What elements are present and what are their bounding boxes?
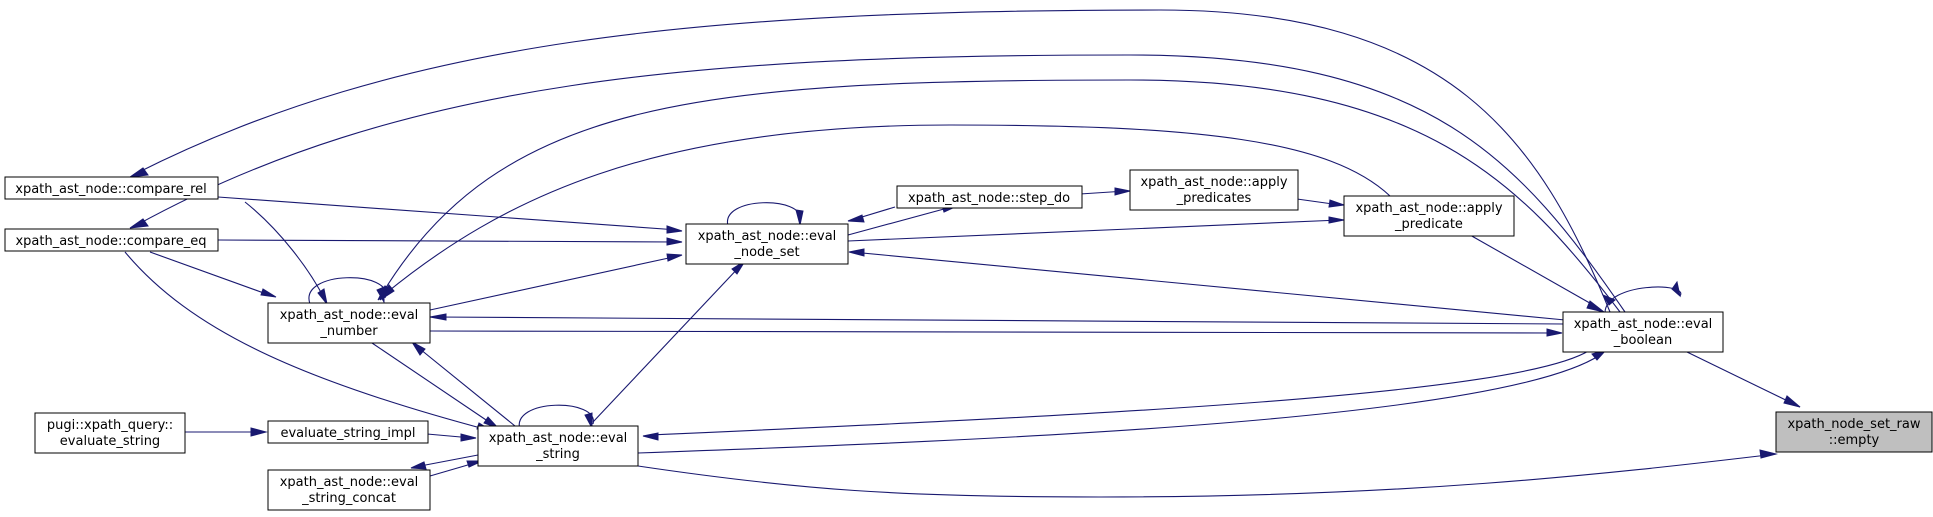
node-label-line: xpath_ast_node::apply [1140,175,1287,190]
edge-eval-string-to-eval-number [414,344,516,427]
edge-eval-node-set-to-step-do [847,205,956,236]
edge-eval-node-set-self [727,202,801,227]
edge-eval-boolean-to-compare-eq [134,54,1626,313]
node-step-do[interactable]: xpath_ast_node::step_do [896,185,1083,209]
edge-compare-eq-to-eval-string [124,251,489,431]
arrowhead [260,288,277,298]
edge-eval-boolean-to-eval-number-arc [381,79,1621,313]
node-eval-number[interactable]: xpath_ast_node::eval _number [267,302,431,344]
arrowhead [666,225,683,234]
node-label-line: xpath_ast_node::eval [489,431,628,446]
arrowhead [410,340,426,356]
arrowhead [848,248,865,257]
node-label-line: xpath_ast_node::eval [698,229,837,244]
arrowhead [1671,280,1681,298]
arrowhead [410,461,427,470]
arrowhead [642,432,659,441]
nodes: xpath_node_set_raw ::empty xpath_ast_nod… [4,169,1933,511]
node-label-line: xpath_ast_node::eval [280,308,419,323]
edge-compare-eq-to-eval-node-set [217,239,679,243]
arrowhead [460,433,477,442]
node-xpath-node-set-raw-empty[interactable]: xpath_node_set_raw ::empty [1775,411,1933,453]
arrowhead [1586,300,1605,313]
edge-eval-boolean-to-eval-string [649,349,1591,436]
node-eval-node-set[interactable]: xpath_ast_node::eval _node_set [685,223,849,265]
edge-compare-rel-to-eval-number [244,201,326,301]
edge-eval-node-set-to-apply-predicate [847,219,1341,242]
edge-apply-predicate-to-eval-number [384,124,1391,295]
edge-eval-string-to-eval-boolean [637,354,1601,454]
arrowhead [666,237,683,246]
edge-eval-boolean-to-compare-rel [134,9,1611,313]
edge-eval-string-to-eval-string-concat [414,454,479,468]
node-label-line: pugi::xpath_query:: [47,418,173,433]
node-label-line: _predicates [1176,191,1252,206]
edge-apply-predicate-to-eval-boolean [1469,234,1596,307]
node-label-line: _node_set [733,245,799,260]
arrowhead [376,286,385,304]
node-label-line: _number [319,324,378,339]
edge-eval-string-to-eval-node-set [592,263,743,423]
arrowhead [1328,199,1345,208]
node-apply-predicate[interactable]: xpath_ast_node::apply _predicate [1343,195,1515,237]
node-label-line: _predicate [1394,217,1463,232]
arrowhead [250,427,268,437]
node-label-line: xpath_ast_node::apply [1355,201,1502,216]
edge-eval-number-to-eval-string [371,342,496,427]
arrowhead [317,288,328,305]
edge-compare-rel-to-eval-node-set [217,196,679,231]
arrowhead [1546,328,1563,337]
node-label-line: evaluate_string_impl [280,426,415,441]
arrowhead [429,313,447,321]
node-evaluate-string-impl[interactable]: evaluate_string_impl [267,420,429,444]
node-label-line: xpath_ast_node::eval [1574,317,1713,332]
node-eval-string[interactable]: xpath_ast_node::eval _string [477,425,639,467]
node-label-line: _boolean [1613,333,1672,348]
edges [124,9,1801,498]
node-label-line: xpath_ast_node::compare_eq [15,234,206,249]
node-label-line: xpath_ast_node::compare_rel [15,182,207,197]
node-label-line: _string_concat [301,491,396,506]
node-label-line: _string [535,447,580,462]
node-evaluate-string[interactable]: pugi::xpath_query:: evaluate_string [34,412,186,454]
node-compare-eq[interactable]: xpath_ast_node::compare_eq [4,228,219,252]
node-apply-predicates[interactable]: xpath_ast_node::apply _predicates [1129,169,1299,211]
node-compare-rel[interactable]: xpath_ast_node::compare_rel [4,176,219,200]
arrowhead [1759,449,1778,459]
edge-eval-number-to-eval-boolean [429,330,1559,334]
arrowhead [666,253,683,262]
node-label-line: xpath_node_set_raw [1787,417,1920,432]
arrowhead [1114,187,1131,196]
node-eval-boolean[interactable]: xpath_ast_node::eval _boolean [1562,311,1724,353]
arrowhead [1783,395,1801,408]
node-label-line: xpath_ast_node::eval [280,475,419,490]
edge-eval-boolean-to-eval-node-set [851,251,1566,321]
arrowhead [847,214,865,223]
arrowhead [129,218,149,229]
edge-eval-boolean-to-empty [1686,351,1801,408]
node-label-line: ::empty [1829,433,1880,448]
edge-compare-eq-to-eval-number [149,251,273,297]
arrowhead [1328,216,1345,224]
arrowhead [584,412,593,429]
node-label-line: xpath_ast_node::step_do [908,191,1070,206]
node-label-line: evaluate_string [60,434,160,449]
node-eval-string-concat[interactable]: xpath_ast_node::eval _string_concat [267,469,431,511]
edge-eval-number-to-eval-node-set [429,255,679,311]
arrowhead [795,209,804,226]
edge-eval-boolean-to-eval-number [433,316,1566,325]
edge-eval-string-to-empty [637,453,1777,498]
arrowhead [129,167,149,178]
